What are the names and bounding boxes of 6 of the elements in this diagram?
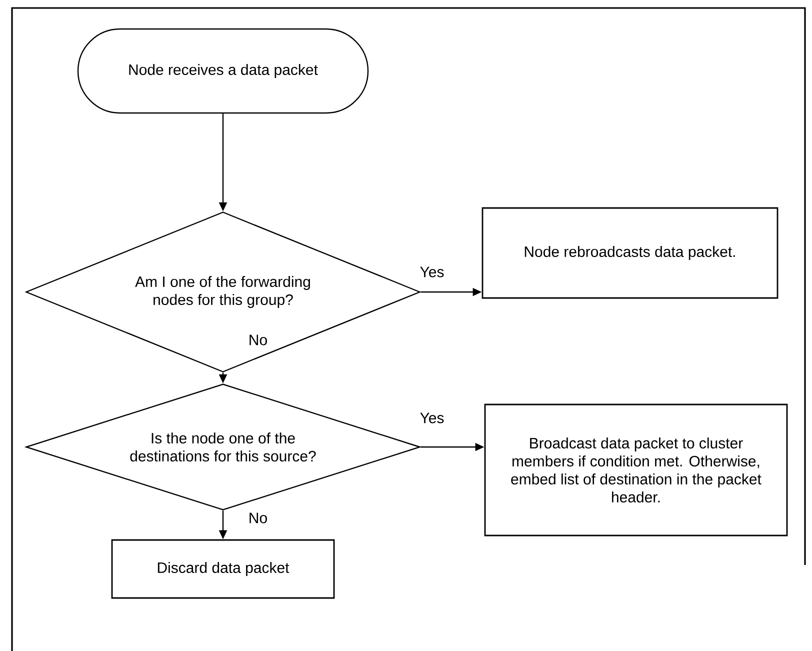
edge-label: No [247,512,269,524]
edge-label: Yes [418,266,446,278]
process-box: Broadcast data packet to cluster members if condition met. Otherwise, embed list of destination in the packet header. [484,404,788,536]
process-box: Node rebroadcasts data packet. [482,207,778,299]
edge-label: No [247,334,269,346]
process-box: Discard data packet [111,539,335,599]
